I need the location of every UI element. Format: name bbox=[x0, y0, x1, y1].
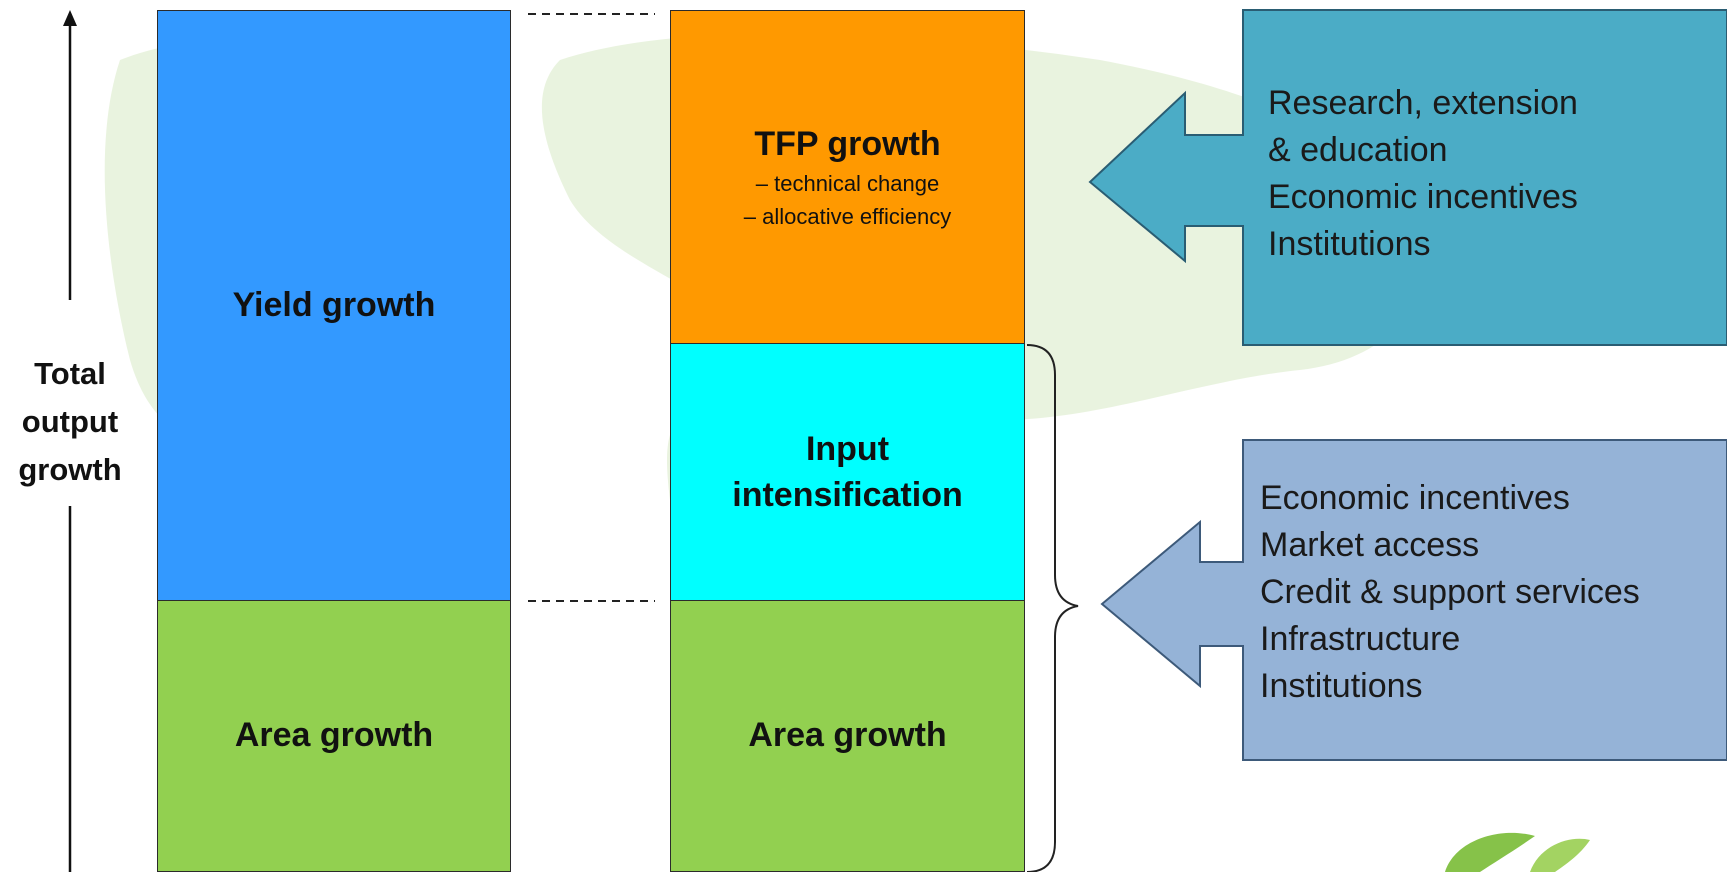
axis-label-line: growth bbox=[18, 452, 122, 488]
callout-bottom-line: Market access bbox=[1260, 525, 1480, 564]
callout-bottom-line: Institutions bbox=[1260, 666, 1423, 705]
tfp-technical-change: – technical change bbox=[755, 171, 940, 197]
callout-bottom-text: Economic incentives Market access Credit… bbox=[1260, 475, 1640, 710]
callout-bottom-line: Credit & support services bbox=[1260, 572, 1640, 611]
callout-top-text: Research, extension & education Economic… bbox=[1268, 80, 1578, 268]
yield-growth-label: Yield growth bbox=[232, 286, 436, 325]
axis-label-line: output bbox=[21, 404, 119, 440]
tfp-growth-title: TFP growth bbox=[754, 124, 941, 163]
axis-label-line: Total bbox=[34, 356, 106, 391]
tfp-growth-box: TFP growth – technical change – allocati… bbox=[670, 10, 1025, 345]
tfp-allocative-efficiency: – allocative efficiency bbox=[743, 204, 952, 230]
callout-top-line: Institutions bbox=[1268, 224, 1431, 263]
area-growth-box-right: Area growth bbox=[670, 600, 1025, 872]
callout-top-line: Research, extension bbox=[1268, 84, 1578, 122]
yield-growth-box: Yield growth bbox=[157, 10, 511, 602]
area-growth-label-right: Area growth bbox=[748, 716, 947, 755]
callout-bottom-line: Infrastructure bbox=[1260, 619, 1461, 658]
callout-top-line: & education bbox=[1268, 130, 1448, 169]
total-output-growth-label: Total output growth bbox=[0, 350, 140, 494]
input-intensification-box: Input intensification bbox=[670, 343, 1025, 602]
input-intensification-line-1: Input bbox=[805, 429, 890, 468]
area-growth-label-left: Area growth bbox=[234, 716, 434, 755]
area-growth-box-left: Area growth bbox=[157, 600, 511, 872]
input-intensification-line-2: intensification bbox=[732, 475, 963, 514]
callout-top-line: Economic incentives bbox=[1268, 177, 1578, 216]
callout-bottom-line: Economic incentives bbox=[1260, 479, 1570, 517]
